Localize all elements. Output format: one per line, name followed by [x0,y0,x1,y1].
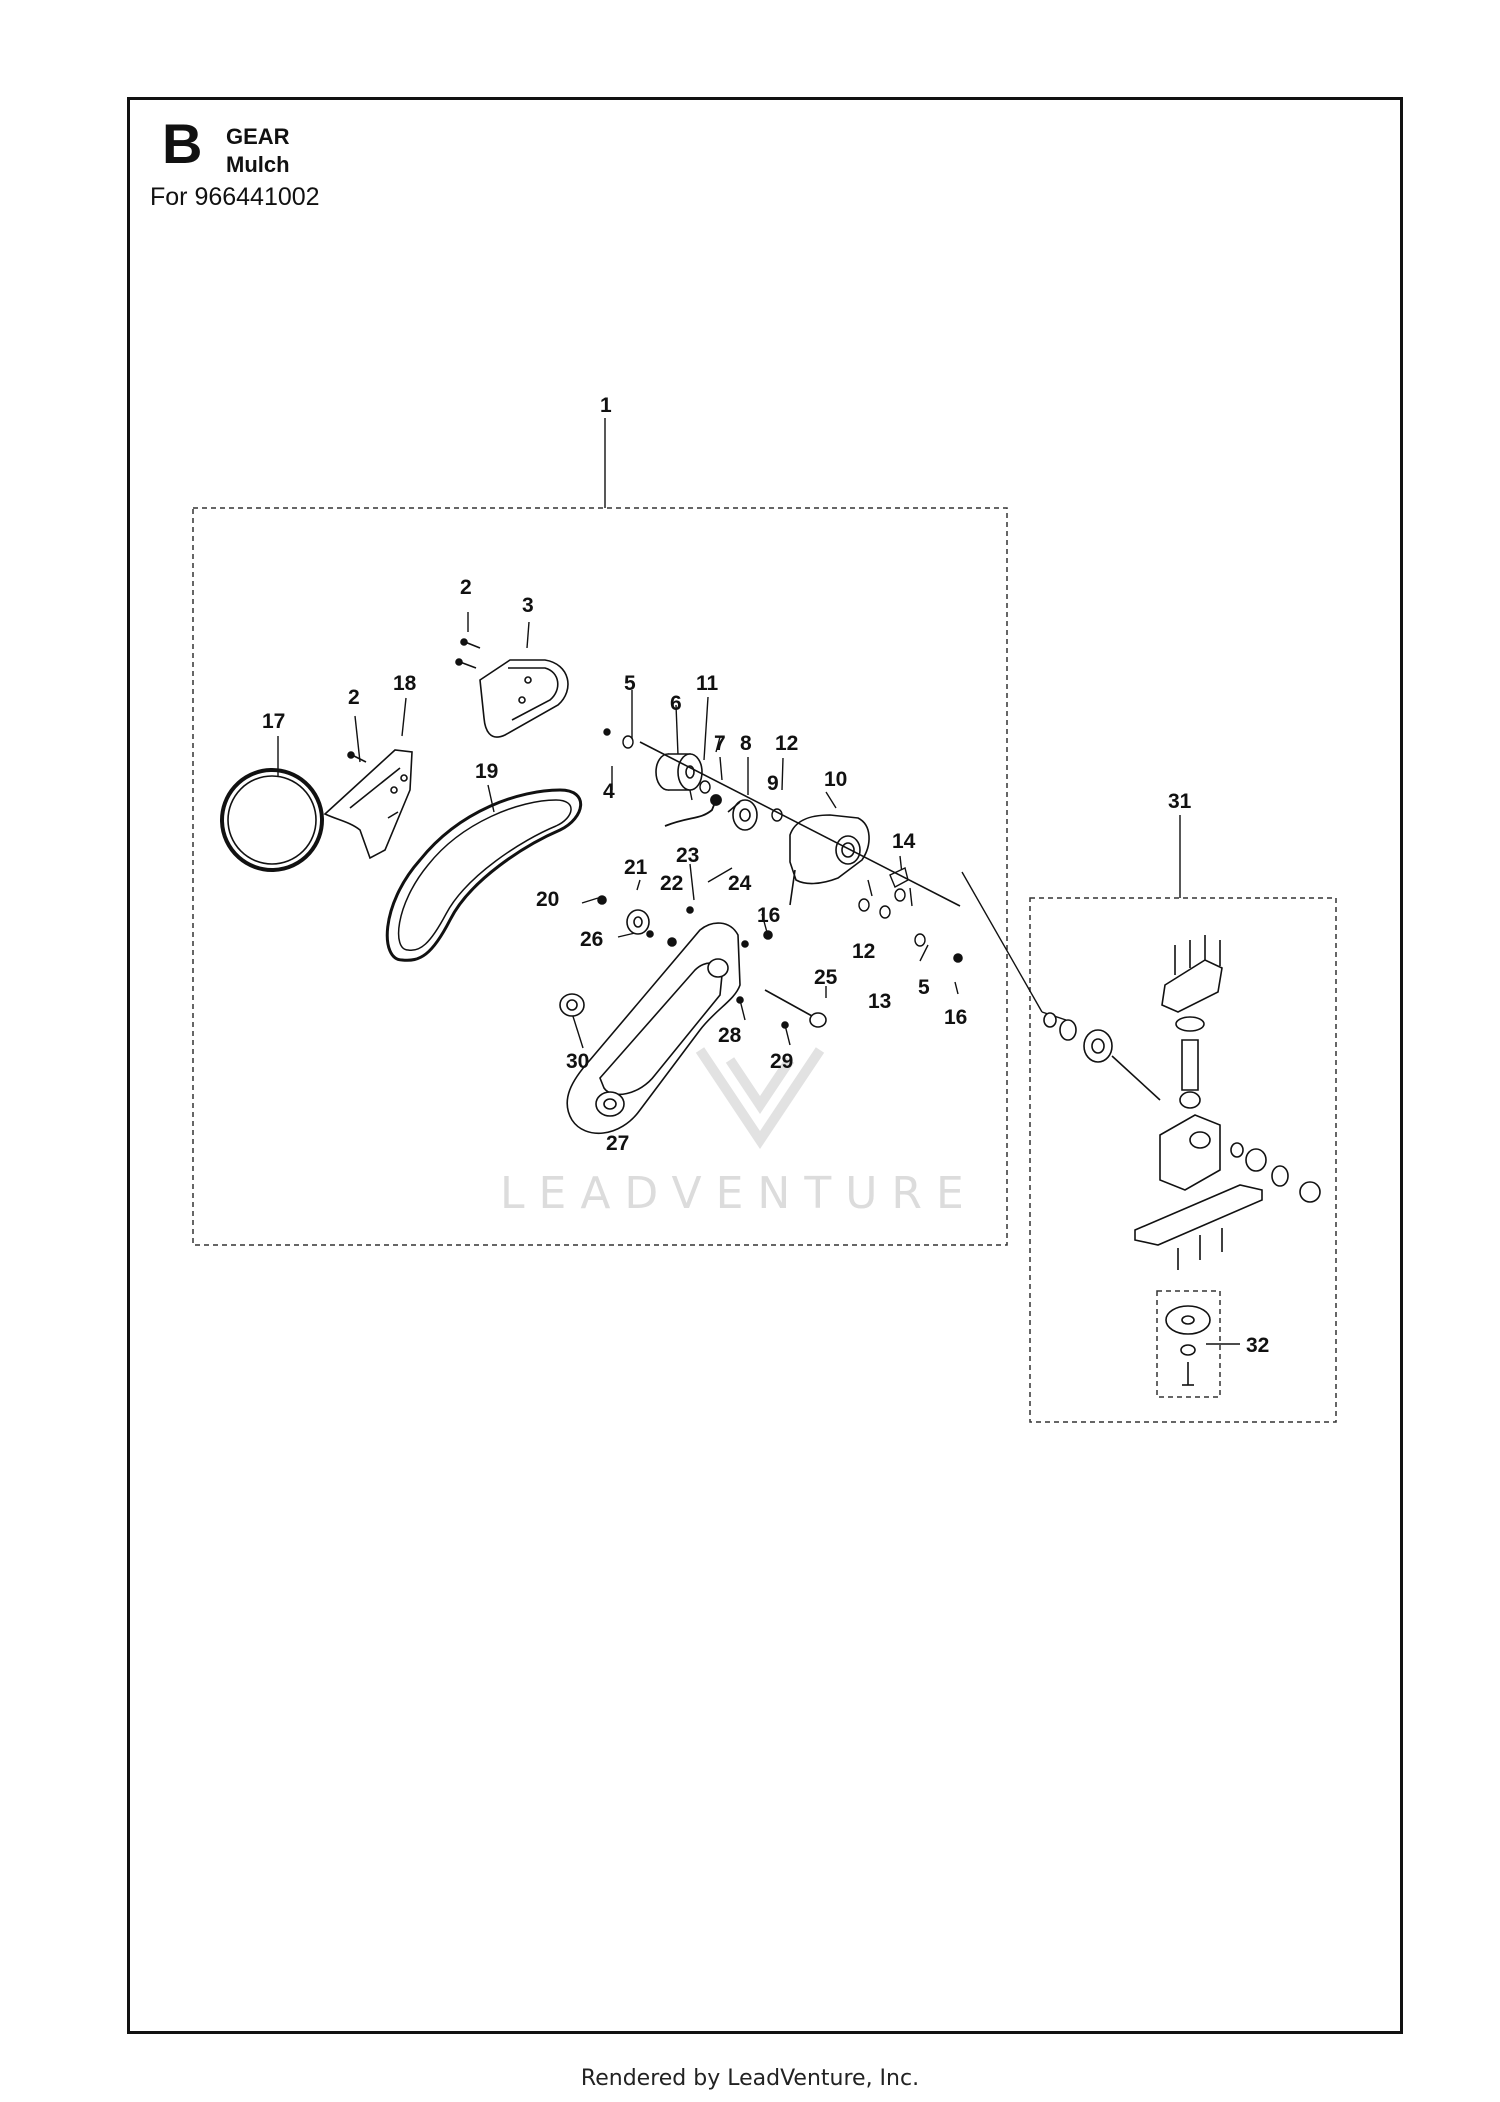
callout-20: 20 [536,888,559,911]
part-10-gear-housing [789,814,870,906]
callout-18: 18 [393,672,417,695]
part-32-flange [1165,1305,1211,1386]
callout-5-low: 5 [918,976,930,999]
model-number: For 966441002 [150,183,320,211]
part-3-cover [479,659,569,738]
callout-29: 29 [770,1050,793,1073]
part-14-plate [889,867,909,902]
watermark: LEADVENTURE [500,1168,978,1219]
callout-28: 28 [718,1024,742,1047]
callout-24: 24 [728,872,752,895]
callout-12-top: 12 [775,732,798,755]
part-18-bracket [323,749,413,860]
callout-1: 1 [600,394,612,417]
leader-lines [277,418,1240,1345]
footer-credit: Rendered by LeadVenture, Inc. [580,2066,920,2091]
part-8-bearing-housing [727,799,758,831]
callout-9: 9 [767,772,779,795]
callout-5-top: 5 [624,672,636,695]
gearbox-gears [1043,1012,1321,1203]
part-25-bolt [764,989,827,1028]
callout-21: 21 [624,856,648,879]
callout-17: 17 [262,710,285,733]
callout-30: 30 [566,1050,589,1073]
diagram-frame [127,97,1403,2034]
part-17-belt [220,768,324,872]
callout-8: 8 [740,732,752,755]
callout-3: 3 [522,594,534,617]
part-16-nuts [763,930,963,963]
callout-23: 23 [676,844,699,867]
callout-19: 19 [475,760,498,783]
section-letter: B [162,112,203,175]
callout-13: 13 [868,990,891,1013]
callout-2-top: 2 [460,576,472,599]
callout-labels: 1 2 3 2 18 17 19 5 11 6 7 8 12 9 10 4 14… [262,394,1269,1357]
part-6-pulley [655,753,703,791]
callout-16-low: 16 [944,1006,967,1029]
callout-11: 11 [696,672,719,695]
callout-14: 14 [892,830,916,853]
group-box-1 [192,507,1008,1246]
callout-22: 22 [660,872,683,895]
callout-7: 7 [714,732,726,755]
part-2-screws [347,638,481,763]
callout-31: 31 [1168,790,1192,813]
drive-shaft [639,741,961,907]
part-7-spring [664,794,722,827]
watermark-logo-icon [695,1047,825,1150]
part-19-belt [385,788,583,962]
group-box-32 [1156,1290,1221,1398]
callout-12-low: 12 [852,940,875,963]
callout-10: 10 [824,768,847,791]
diagram-subtitle: Mulch [226,152,290,177]
small-hardware [597,895,789,1029]
callout-2-left: 2 [348,686,360,709]
callout-16-mid: 16 [757,904,780,927]
callout-25: 25 [814,966,838,989]
group-box-31 [1029,897,1337,1423]
callout-27: 27 [606,1132,629,1155]
part-27-belt-cover [566,922,741,1134]
diagram-title: GEAR [226,124,290,149]
part-17-belt-inner [227,775,317,865]
part-31-gearbox [1134,935,1263,1270]
callout-26: 26 [580,928,603,951]
part-30-pulley [559,993,585,1017]
callout-32: 32 [1246,1334,1269,1357]
callout-6: 6 [670,692,682,715]
callout-4: 4 [603,780,615,803]
part-21-roller [626,909,650,935]
